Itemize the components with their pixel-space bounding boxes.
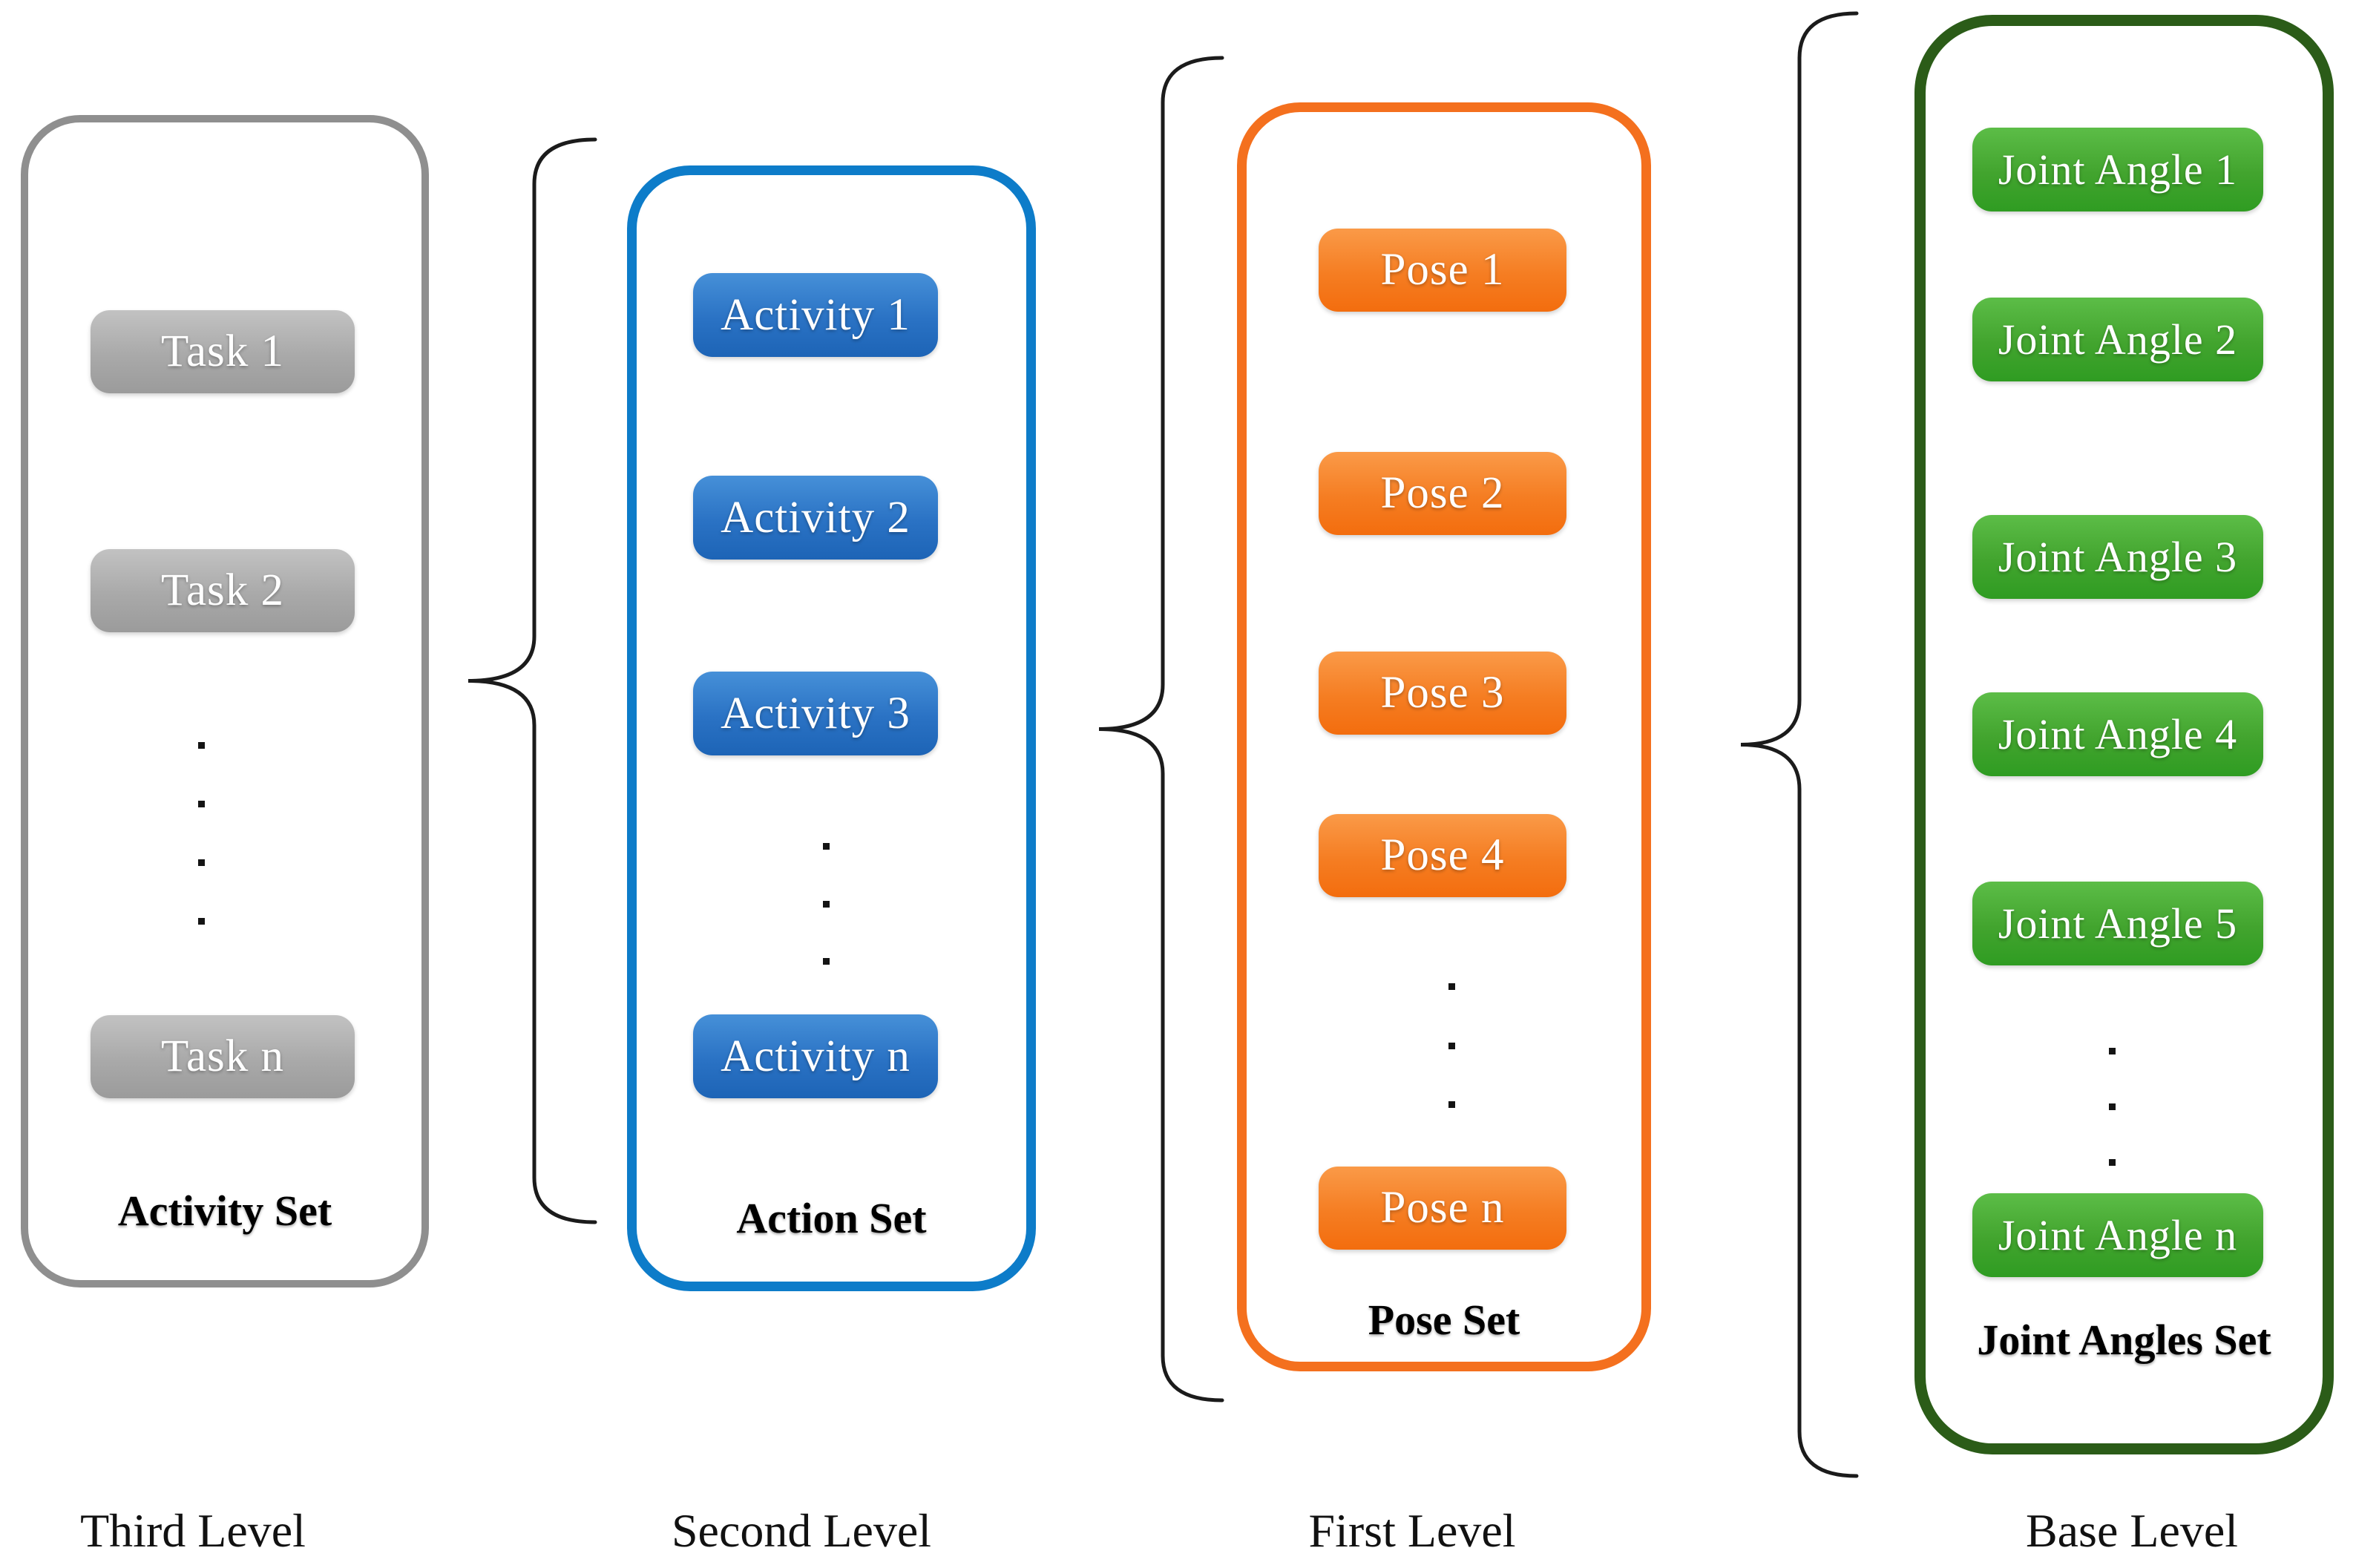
dot: [1448, 1042, 1455, 1049]
dot: [197, 742, 205, 749]
activity-item: Activity 3: [693, 672, 938, 755]
activity-set-label: Activity Set: [117, 1187, 332, 1235]
dot: [2108, 1103, 2116, 1110]
dot: [1448, 1101, 1455, 1108]
joint-angle-item: Joint Angle 2: [1972, 298, 2263, 381]
dot: [197, 859, 205, 866]
dot: [197, 801, 205, 807]
joint-angles-set-label: Joint Angles Set: [1977, 1316, 2271, 1364]
pose-set-container: [1237, 102, 1651, 1371]
task-item: Task n: [91, 1015, 355, 1098]
third-level-label: Third Level: [80, 1504, 306, 1557]
joint-angle-item: Joint Angle n: [1972, 1193, 2263, 1277]
ellipsis-dots: [197, 742, 205, 925]
task-item: Task 2: [91, 549, 355, 632]
activity-set-container: [21, 115, 429, 1287]
ellipsis-dots: [1448, 983, 1455, 1108]
base-level-label: Base Level: [2025, 1504, 2239, 1557]
joint-angle-item: Joint Angle 5: [1972, 882, 2263, 965]
ellipsis-dots: [2108, 1048, 2116, 1166]
pose-item: Pose n: [1319, 1167, 1566, 1250]
joint-angle-item: Joint Angle 1: [1972, 128, 2263, 211]
curly-brace: [1098, 56, 1224, 1403]
action-set-label: Action Set: [736, 1194, 927, 1242]
pose-item: Pose 2: [1319, 452, 1566, 535]
activity-item: Activity 1: [693, 273, 938, 357]
dot: [822, 843, 830, 850]
dot: [197, 918, 205, 925]
pose-item: Pose 3: [1319, 652, 1566, 735]
ellipsis-dots: [822, 843, 830, 965]
second-level-label: Second Level: [671, 1504, 932, 1557]
dot: [1448, 983, 1455, 990]
task-item: Task 1: [91, 310, 355, 393]
curly-brace: [467, 137, 597, 1224]
activity-item: Activity n: [693, 1014, 938, 1098]
pose-set-label: Pose Set: [1368, 1296, 1520, 1344]
dot: [822, 900, 830, 908]
dot: [2108, 1159, 2116, 1166]
pose-item: Pose 4: [1319, 814, 1566, 897]
joint-angle-item: Joint Angle 4: [1972, 692, 2263, 776]
curly-brace: [1740, 11, 1859, 1478]
joint-angle-item: Joint Angle 3: [1972, 515, 2263, 599]
pose-item: Pose 1: [1319, 229, 1566, 312]
dot: [2108, 1048, 2116, 1054]
first-level-label: First Level: [1308, 1504, 1516, 1557]
dot: [822, 958, 830, 965]
activity-item: Activity 2: [693, 476, 938, 560]
